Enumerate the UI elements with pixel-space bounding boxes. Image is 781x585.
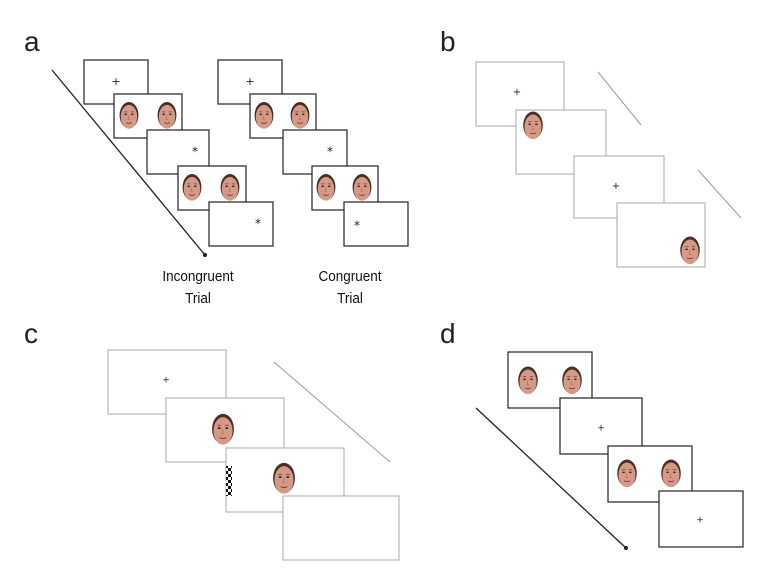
d-face-right-2: [661, 459, 681, 488]
panel-a-label: a: [24, 26, 40, 57]
a-incongruent-target-frame-2: [208, 201, 274, 247]
b-fixation-cross: +: [513, 87, 521, 98]
c-fixation-cross: +: [162, 376, 170, 386]
a-congruent-target-asterisk-2: *: [354, 219, 360, 233]
d-fixation-cross: +: [597, 424, 605, 434]
incongruent-label-line2: Trial: [185, 289, 211, 307]
panel-a-timeline-arrow: [51, 69, 208, 258]
panel-c-label: c: [24, 318, 38, 349]
a-incongruent-target-asterisk-2: *: [255, 217, 261, 231]
a-congruent-target-asterisk: *: [327, 145, 333, 159]
incongruent-trial-label: Incongruent Trial: [144, 266, 252, 310]
a-incongruent-face-right-2: [220, 174, 240, 201]
congruent-label-line1: Congruent: [318, 268, 382, 285]
panel-b-arrow-upper: [597, 71, 642, 126]
a-incongruent-fixation-cross: +: [111, 75, 120, 88]
incongruent-label-line1: Incongruent: [162, 268, 234, 285]
a-incongruent-target-asterisk: *: [192, 145, 198, 159]
a-congruent-face-right: [290, 102, 310, 129]
d-face-left: [518, 366, 538, 395]
c-face: [212, 413, 234, 445]
a-congruent-face-left-2: [316, 174, 336, 201]
panel-d-timeline-arrow: [475, 407, 629, 551]
c-blank-frame: [282, 495, 400, 561]
d-fixation-cross-2: +: [696, 516, 704, 526]
b-face-2: [680, 236, 700, 265]
a-congruent-face-right-2: [352, 174, 372, 201]
d-fixation-frame-2: [658, 490, 744, 548]
d-face-left-2: [617, 459, 637, 488]
b-fixation-cross-2: +: [612, 181, 620, 192]
panel-c-arrow: [273, 361, 391, 463]
c-face-2: [273, 462, 295, 494]
panel-b-label: b: [440, 26, 456, 57]
a-incongruent-face-right: [157, 102, 177, 129]
a-congruent-face-left: [254, 102, 274, 129]
a-incongruent-face-left: [119, 102, 139, 129]
c-checkerboard-mask: [226, 466, 232, 496]
panel-d-label: d: [440, 318, 456, 349]
d-fixation-frame: [559, 397, 643, 455]
b-face: [523, 111, 543, 140]
congruent-trial-label: Congruent Trial: [296, 266, 404, 310]
a-congruent-target-frame-2: [343, 201, 409, 247]
a-incongruent-face-left-2: [182, 174, 202, 201]
panel-b-arrow-lower: [697, 169, 742, 219]
d-face-right: [562, 366, 582, 395]
a-congruent-fixation-cross: +: [245, 75, 254, 88]
congruent-label-line2: Trial: [337, 289, 363, 307]
